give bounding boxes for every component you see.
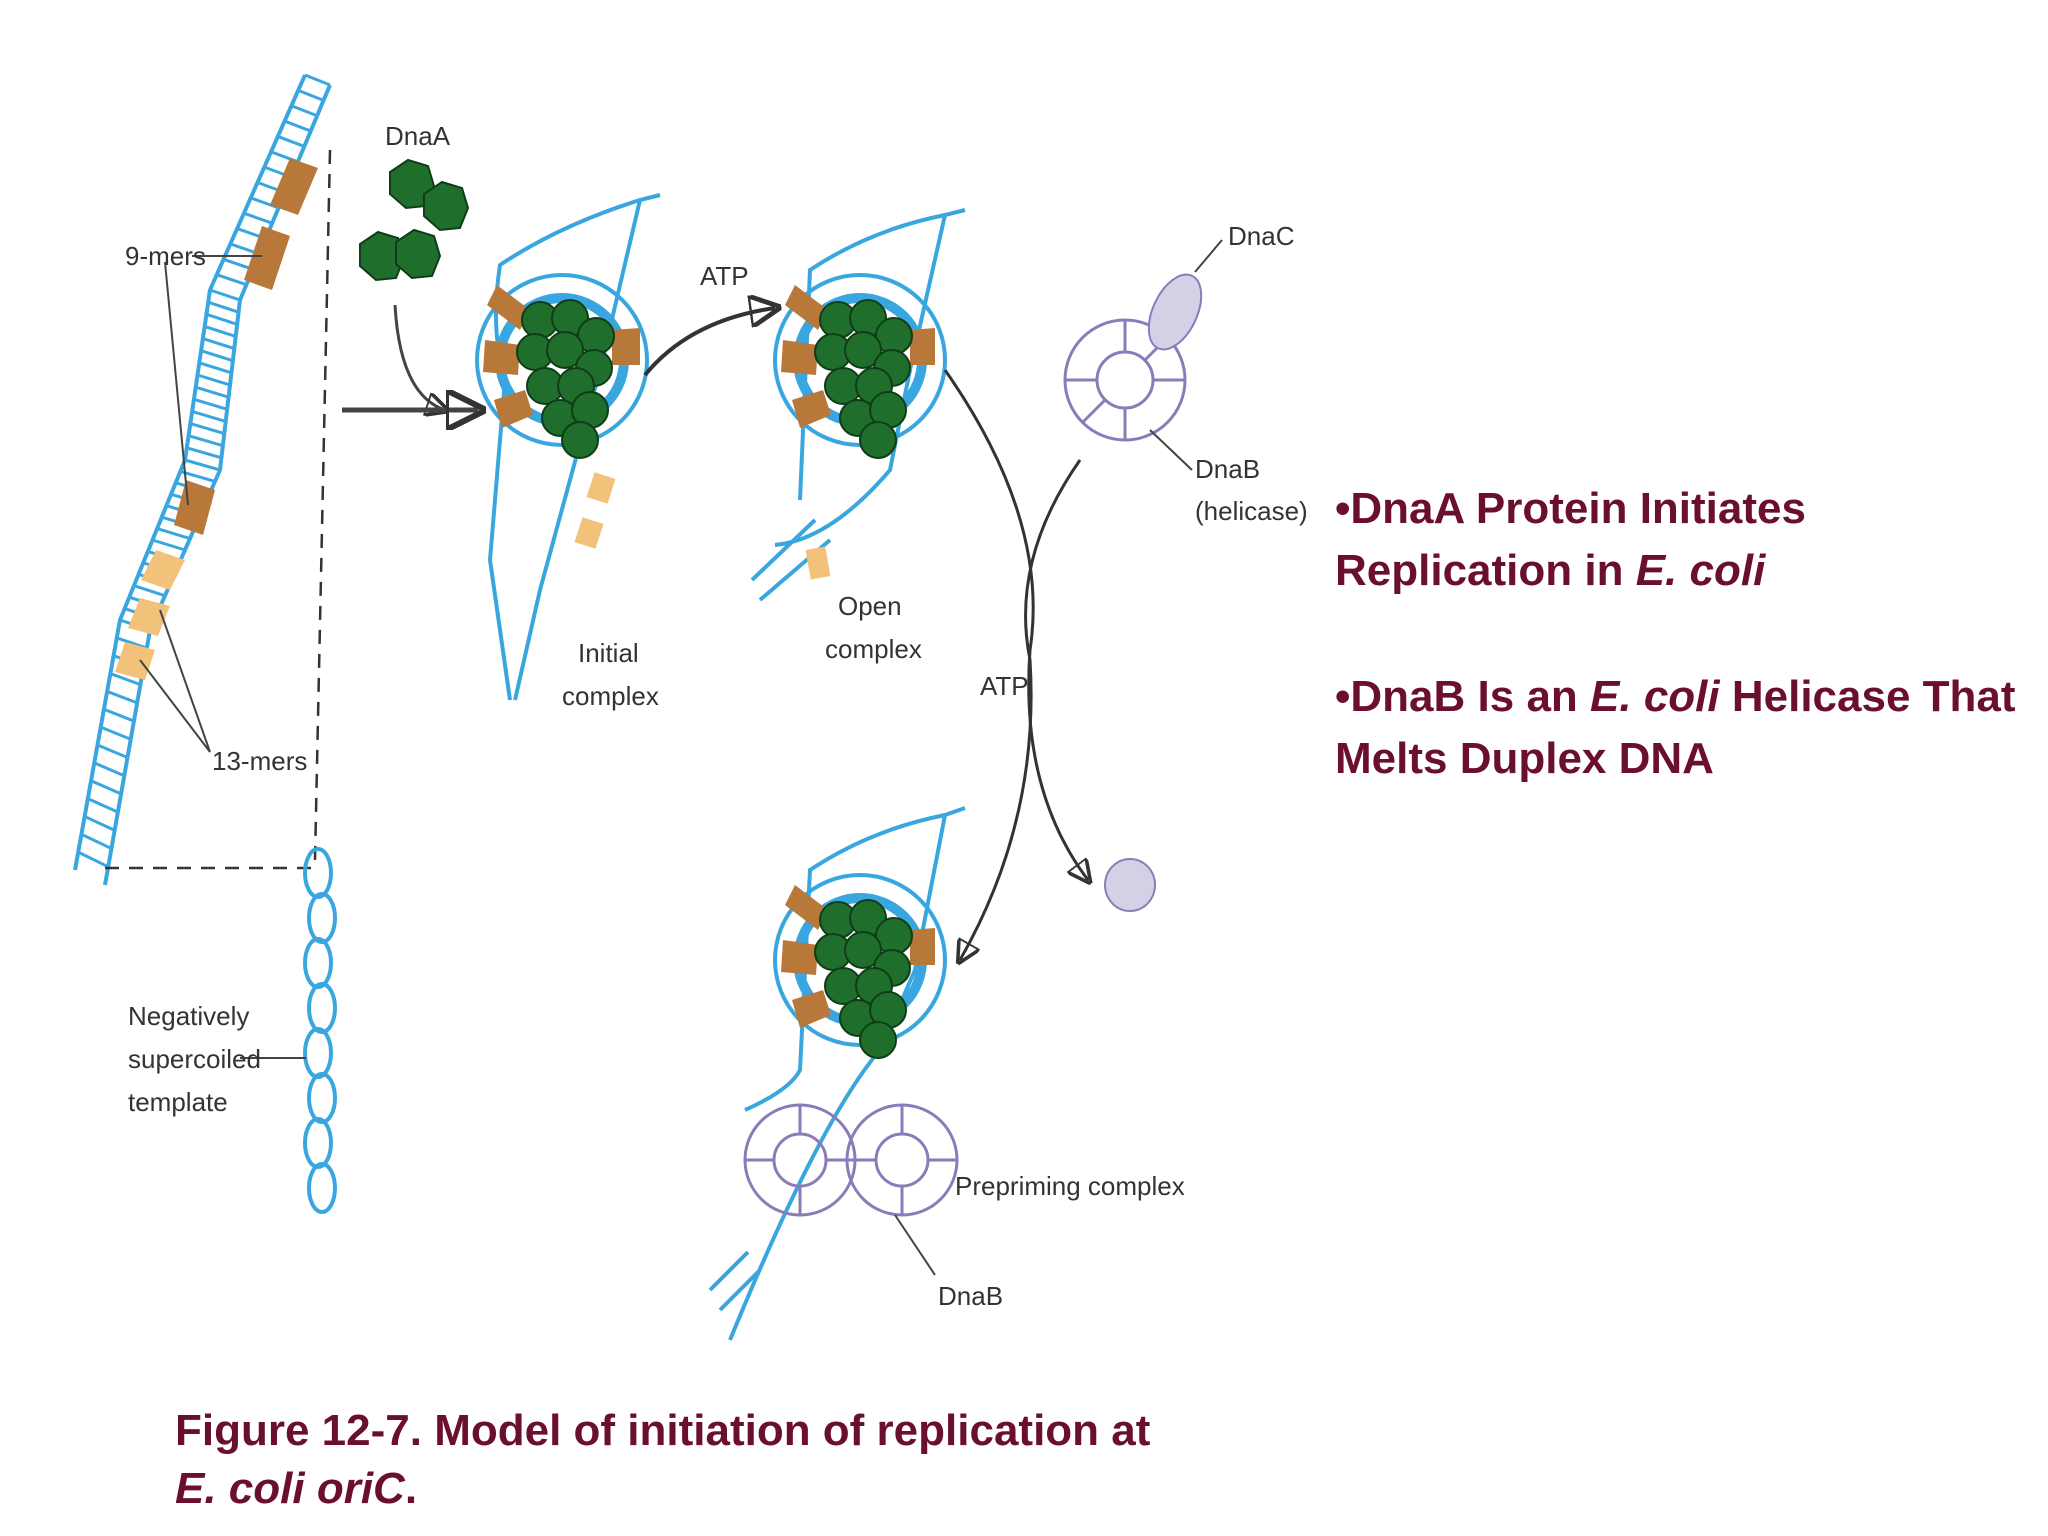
label-13-mers: 13-mers [212, 746, 307, 776]
dna-rung [284, 119, 312, 133]
dna-rung [297, 88, 325, 102]
dnaa-proteins [359, 158, 470, 282]
bullet-list: •DnaA Protein Initiates Replication in E… [1335, 478, 2035, 854]
bullet-dnab-helicase: •DnaB Is an E. coli Helicase That Melts … [1335, 672, 2016, 783]
label-atp-top: ATP [700, 261, 749, 291]
dna-rung [191, 409, 227, 423]
thirteen-mer-block [141, 550, 185, 590]
label-dnab: DnaB [1195, 454, 1260, 484]
dna-rung [90, 779, 122, 796]
dnac-protein [1147, 273, 1203, 351]
open-complex [750, 208, 966, 602]
dna-rung [277, 135, 305, 148]
dna-rung [184, 458, 221, 472]
label-initial-complex: complex [562, 681, 659, 711]
dnab-helicase-top [1063, 318, 1187, 442]
label-open: Open [838, 591, 902, 621]
nine-mer-block [270, 158, 318, 215]
bullet-dnaa-initiates: •DnaA Protein Initiates Replication in E… [1335, 484, 1806, 595]
label-template: template [128, 1087, 228, 1117]
label-open-complex: complex [825, 634, 922, 664]
dna-rung [87, 797, 119, 814]
dna-rung [103, 707, 135, 723]
caption-line-1: Figure 12-7. Model of initiation of repl… [175, 1406, 1151, 1455]
dna-rung [304, 73, 331, 87]
nine-mer-block [244, 226, 290, 290]
label-dnaa: DnaA [385, 121, 451, 151]
label-supercoiled: supercoiled [128, 1044, 261, 1074]
dna-rung [202, 337, 235, 351]
dna-rung [152, 538, 186, 552]
dna-rung [200, 349, 234, 363]
dna-rung [223, 257, 254, 271]
thirteen-mer-block [115, 642, 155, 680]
dna-rung [93, 761, 125, 778]
dna-rung [197, 373, 231, 387]
dna-rung [188, 434, 224, 448]
dna-rung [106, 690, 138, 705]
figure-caption: Figure 12-7. Model of initiation of repl… [175, 1402, 1275, 1518]
dna-rung [290, 104, 318, 118]
nine-mer-block [174, 480, 215, 535]
dna-rung [198, 361, 232, 375]
dna-rung [195, 385, 230, 399]
dna-rung [186, 446, 222, 460]
dna-rung [100, 725, 132, 741]
dna-rung [207, 300, 240, 314]
thirteen-mer-block [128, 598, 170, 636]
label-initial: Initial [578, 638, 639, 668]
dna-rung [243, 211, 273, 225]
label-prepriming-complex: Prepriming complex [955, 1171, 1185, 1201]
prepriming-complex [708, 806, 966, 1341]
dna-rung [193, 397, 228, 411]
dna-rung [133, 584, 166, 598]
dna-rung [109, 672, 141, 687]
supercoiled-template [303, 847, 337, 1214]
label-dnac: DnaC [1228, 221, 1294, 251]
dna-rung [216, 273, 247, 287]
dna-rung [204, 325, 237, 338]
dna-rung [84, 815, 116, 832]
dna-rung [205, 312, 238, 326]
label-helicase: (helicase) [1195, 496, 1308, 526]
dna-rung [179, 469, 216, 483]
caption-line-2: E. coli oriC. [175, 1464, 418, 1513]
label-atp-mid: ATP [980, 671, 1029, 701]
dna-rung [156, 527, 191, 541]
dna-rung [80, 832, 113, 850]
dna-rung [96, 743, 129, 759]
dna-rung [209, 288, 241, 302]
label-dnab-bottom: DnaB [938, 1281, 1003, 1311]
label-negatively: Negatively [128, 1001, 249, 1031]
dna-rung [189, 422, 225, 436]
initial-complex [475, 193, 661, 701]
oric-dna-strand [73, 73, 332, 886]
dna-rung [77, 850, 109, 869]
dnac-released [1104, 858, 1156, 912]
label-9-mers: 9-mers [125, 241, 206, 271]
